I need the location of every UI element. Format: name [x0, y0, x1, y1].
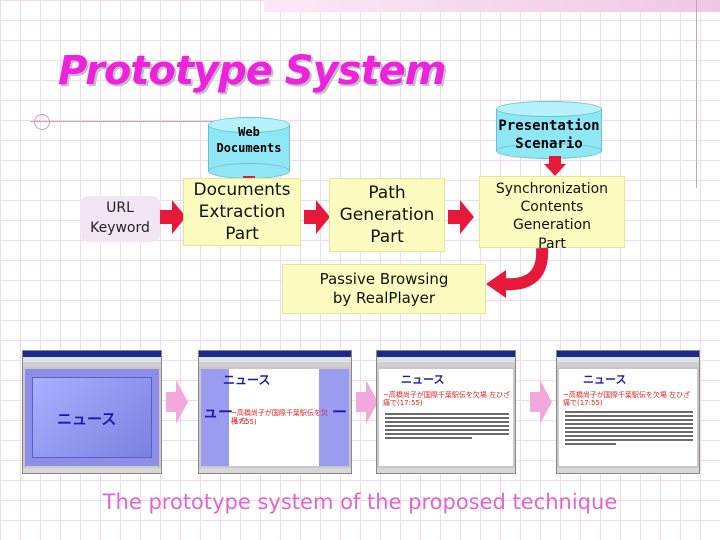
- presentation-label-1: Presentation: [498, 118, 600, 134]
- right-arrow-icon: [304, 200, 330, 234]
- down-arrow-icon: [544, 156, 566, 176]
- right-arrow-icon: [160, 200, 186, 234]
- path-generation-part: Path Generation Part: [329, 178, 445, 252]
- web-documents-store: Web Documents: [208, 117, 290, 179]
- top-decor-band: [264, 0, 720, 12]
- browser-screenshot-3: ニュース ~高橋尚子が国際千葉駅伝を欠場 左ひざ痛で(17:55): [376, 350, 516, 474]
- presentation-scenario-store: Presentation Scenario: [496, 101, 602, 159]
- page-title: Prototype System: [58, 48, 446, 94]
- extraction-label-1: Documents: [193, 179, 291, 200]
- path-label-2: Generation: [339, 204, 435, 225]
- decor-horizontal-line: [30, 121, 250, 122]
- sync-label-3: Generation: [512, 217, 592, 234]
- extraction-label-3: Part: [225, 224, 259, 245]
- curved-arrow-icon: [486, 247, 549, 298]
- headline-text: ~高橋尚子が国際千葉駅伝を欠場 左: [231, 409, 328, 426]
- headline-text: ~高橋尚子が国際千葉駅伝を欠場 左ひざ痛で(17:55): [563, 391, 691, 408]
- decor-circle-icon: [34, 114, 50, 130]
- web-documents-label-1: Web: [238, 125, 260, 139]
- passive-browsing-realplayer: Passive Browsing by RealPlayer: [282, 264, 486, 314]
- extraction-label-2: Extraction: [198, 201, 286, 222]
- decor-vertical-line: [696, 0, 697, 188]
- news-title: ニュース: [583, 373, 627, 386]
- browse-label-2: by RealPlayer: [332, 289, 436, 307]
- flow-arrow-icon: [530, 380, 552, 424]
- figure-caption: The prototype system of the proposed tec…: [102, 490, 618, 514]
- browser-screenshot-4: ニュース ~高橋尚子が国際千葉駅伝を欠場 左ひざ痛で(17:55): [556, 350, 700, 474]
- flow-arrow-icon: [166, 380, 188, 424]
- news-title: ニュース: [57, 410, 117, 428]
- browse-label-1: Passive Browsing: [319, 269, 449, 288]
- sync-label-2: Contents: [520, 199, 584, 216]
- flow-arrow-icon: [356, 380, 378, 424]
- url-keyword-input-box: URL Keyword: [80, 196, 160, 242]
- right-arrow-icon: [448, 200, 474, 234]
- browser-screenshot-2: ニュース ュー ー ~高橋尚子が国際千葉駅伝を欠場 左 (17:55): [198, 350, 352, 474]
- sync-label-4: Part: [538, 235, 566, 252]
- path-label-1: Path: [368, 182, 406, 203]
- headline-time: (17:55): [231, 418, 257, 426]
- input-label-keyword: Keyword: [90, 220, 150, 236]
- news-title-ghost-right: ー: [331, 403, 347, 421]
- news-title: ニュース: [223, 373, 271, 387]
- sync-label-1: Synchronization: [495, 181, 609, 197]
- web-documents-label-2: Documents: [216, 140, 282, 155]
- browser-screenshot-1: ニュース: [22, 350, 162, 474]
- news-title: ニュース: [401, 373, 445, 386]
- input-label-url: URL: [106, 200, 134, 217]
- presentation-label-2: Scenario: [515, 136, 583, 153]
- headline-text: ~高橋尚子が国際千葉駅伝を欠場 左ひざ痛で(17:55): [383, 391, 511, 408]
- documents-extraction-part: Documents Extraction Part: [183, 178, 301, 246]
- path-label-3: Part: [370, 227, 404, 248]
- synchronization-contents-generation-part: Synchronization Contents Generation Part: [479, 176, 625, 252]
- news-title-ghost: ュー: [203, 403, 234, 421]
